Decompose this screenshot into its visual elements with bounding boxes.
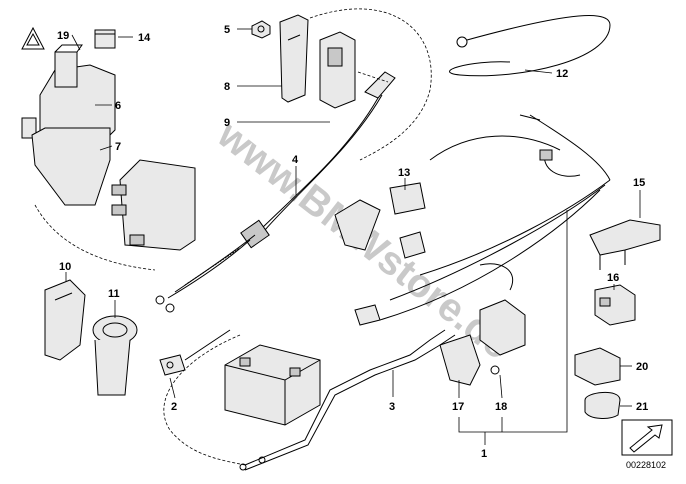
callout-9: 9 — [224, 117, 230, 129]
callout-20: 20 — [636, 361, 648, 373]
callout-1: 1 — [481, 448, 487, 460]
part-7-fuse-box — [31, 127, 196, 251]
part-20-cap — [574, 347, 621, 386]
part-14-relay — [94, 29, 116, 49]
part-8-bracket — [279, 14, 309, 103]
callout-3: 3 — [389, 401, 395, 413]
part-21-clip — [584, 392, 621, 419]
leader-lines — [65, 28, 641, 445]
part-10-cover — [44, 279, 86, 361]
part-2-terminal-clamp — [159, 329, 231, 376]
part-9-cover — [319, 31, 356, 109]
part-13-connector — [334, 182, 426, 259]
callout-16: 16 — [607, 272, 619, 284]
part-16-relay — [594, 284, 636, 326]
callout-17: 17 — [452, 401, 464, 413]
reference-arrow-box — [621, 419, 673, 456]
callout-10: 10 — [59, 261, 71, 273]
part-11-grommet — [92, 315, 138, 396]
callout-6: 6 — [115, 100, 121, 112]
callout-2: 2 — [171, 401, 177, 413]
part-17-grommet — [439, 334, 481, 386]
main-harness — [354, 114, 611, 326]
callout-13: 13 — [398, 167, 410, 179]
callout-14: 14 — [138, 32, 151, 44]
part-12-ground-cable — [449, 15, 611, 77]
callout-7: 7 — [115, 141, 121, 153]
part-19-warning-label — [21, 26, 45, 50]
callout-18: 18 — [495, 401, 507, 413]
callout-15: 15 — [633, 177, 645, 189]
battery — [224, 344, 321, 426]
assembly-arcs — [34, 8, 432, 466]
callout-12: 12 — [556, 68, 568, 80]
part-5-nut — [251, 20, 271, 39]
callout-21: 21 — [636, 401, 648, 413]
callout-8: 8 — [224, 81, 230, 93]
callout-5: 5 — [224, 24, 230, 36]
callout-11: 11 — [108, 288, 120, 300]
part-15-bracket — [589, 219, 661, 270]
callout-19: 19 — [57, 30, 69, 42]
callout-4: 4 — [292, 154, 299, 166]
part-4-battery-cable — [155, 71, 396, 313]
part-18-switch — [479, 263, 526, 375]
reference-number: 00228102 — [626, 460, 666, 470]
